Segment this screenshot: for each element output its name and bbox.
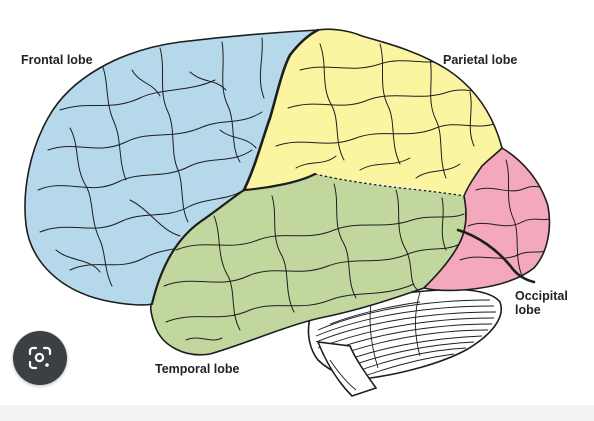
central-sulcus <box>242 28 320 192</box>
parieto-temporal-boundary <box>314 173 465 197</box>
visual-search-icon <box>28 346 52 370</box>
temporal-lobe-label: Temporal lobe <box>155 362 240 376</box>
parietal-lobe <box>244 28 503 196</box>
occipital-lobe <box>423 147 551 292</box>
brainstem <box>316 341 378 397</box>
occipital-lobe-label: Occipital lobe <box>515 289 568 317</box>
parieto-occipital-boundary <box>423 147 503 289</box>
frontal-lobe-label: Frontal lobe <box>21 53 93 67</box>
cerebellum-shape <box>307 288 503 380</box>
parietal-lobe-label: Parietal lobe <box>443 53 518 67</box>
frontal-lobe <box>24 29 319 306</box>
visual-search-button[interactable] <box>13 331 67 385</box>
lateral-sulcus <box>150 172 317 306</box>
bottom-bar <box>0 405 594 421</box>
